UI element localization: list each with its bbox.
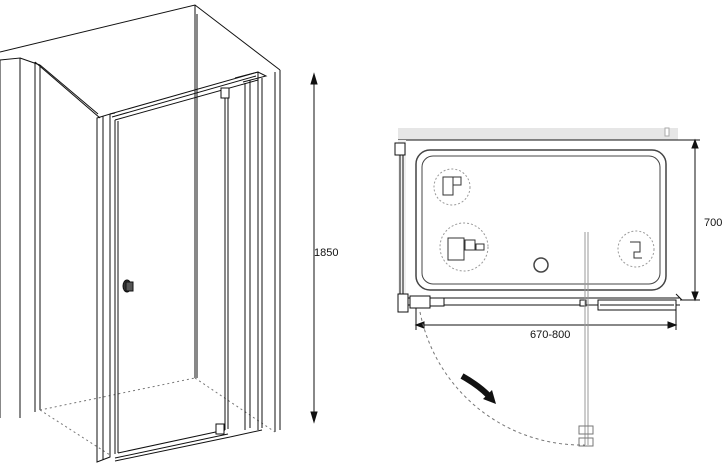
door-glass-panel — [114, 91, 231, 462]
width-dimension-label: 670-800 — [530, 329, 571, 341]
perspective-view — [0, 4, 281, 463]
detail-circle-top — [433, 168, 471, 206]
floor-outline — [39, 377, 196, 456]
detail-circle-middle — [439, 222, 489, 272]
door-swing-arc — [419, 232, 594, 447]
door-left-profile — [96, 112, 116, 463]
wall-band-top — [398, 128, 678, 140]
back-wall — [0, 4, 281, 433]
shower-tray — [415, 149, 667, 291]
depth-dimension — [669, 138, 700, 302]
door-top-frame — [109, 71, 268, 121]
fixed-side-panel — [229, 78, 263, 438]
detail-circle-right — [617, 230, 655, 268]
width-dimension — [414, 308, 678, 330]
left-wall-panel — [0, 57, 101, 418]
door-handle — [122, 279, 134, 293]
swing-direction-arrow — [460, 373, 496, 404]
drain — [533, 257, 549, 273]
wall-profile-left — [394, 142, 409, 313]
depth-dimension-label: 700 — [704, 217, 723, 229]
hinge-top — [220, 87, 230, 99]
wall-band-left — [398, 140, 406, 300]
plan-view — [394, 127, 700, 447]
door-frame-plan — [408, 293, 683, 311]
height-dimension — [310, 72, 318, 424]
height-dimension-label: 1850 — [314, 247, 339, 259]
hinge-bottom — [215, 423, 225, 435]
